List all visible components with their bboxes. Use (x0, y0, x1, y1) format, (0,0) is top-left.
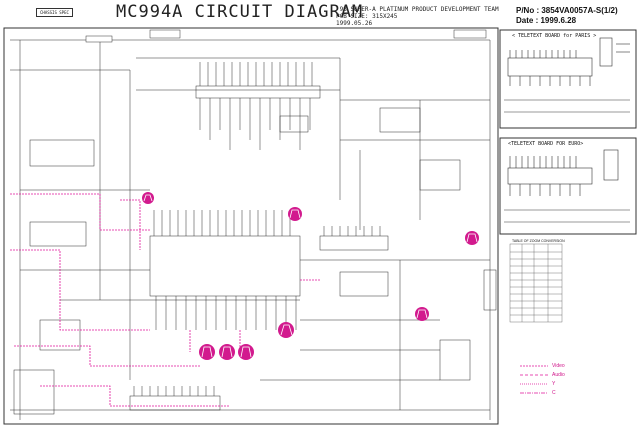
paris-board-label: < TELETEXT BOARD for PARIS > (512, 33, 597, 39)
legend-c: C (552, 390, 556, 396)
diagram-date: Date : 1999.6.28 (516, 16, 577, 25)
waveform-markers (142, 192, 479, 360)
waveform-glyphs (143, 194, 478, 358)
zoom-conversion-table (509, 243, 563, 323)
team-label: '98 SUPER-A PLATINUM PRODUCT DEVELOPMENT… (336, 6, 499, 13)
legend-y: Y (552, 381, 556, 387)
signal-legend-lines (520, 365, 548, 394)
paris-board-border (499, 29, 637, 129)
schematic-traces (10, 39, 497, 420)
component-label-boxes (85, 29, 487, 43)
euro-board-label: <TELETEXT BOARD FOR EURO> (508, 141, 584, 147)
diagram-title: MC994A CIRCUIT DIAGRAM (116, 2, 364, 22)
legend-audio: Audio (552, 372, 565, 378)
chassis-spec-box: CHASSIS SPEC (36, 8, 73, 17)
main-schematic-border (3, 27, 499, 425)
part-number: P/No : 3854VA0057A-S(1/2) (516, 6, 618, 15)
euro-board-border (499, 137, 637, 235)
zoom-table-title: TABLE OF ZOOM CONVERSION (512, 239, 565, 243)
revision-date: 1999.05.26 (336, 20, 373, 27)
euro-teletext-schematic (504, 149, 630, 223)
legend-video: Video (552, 363, 565, 369)
pcb-size-label: PCB SIZE: 315X245 (336, 13, 398, 20)
paris-teletext-schematic (504, 37, 630, 113)
video-signal-paths (10, 193, 320, 407)
